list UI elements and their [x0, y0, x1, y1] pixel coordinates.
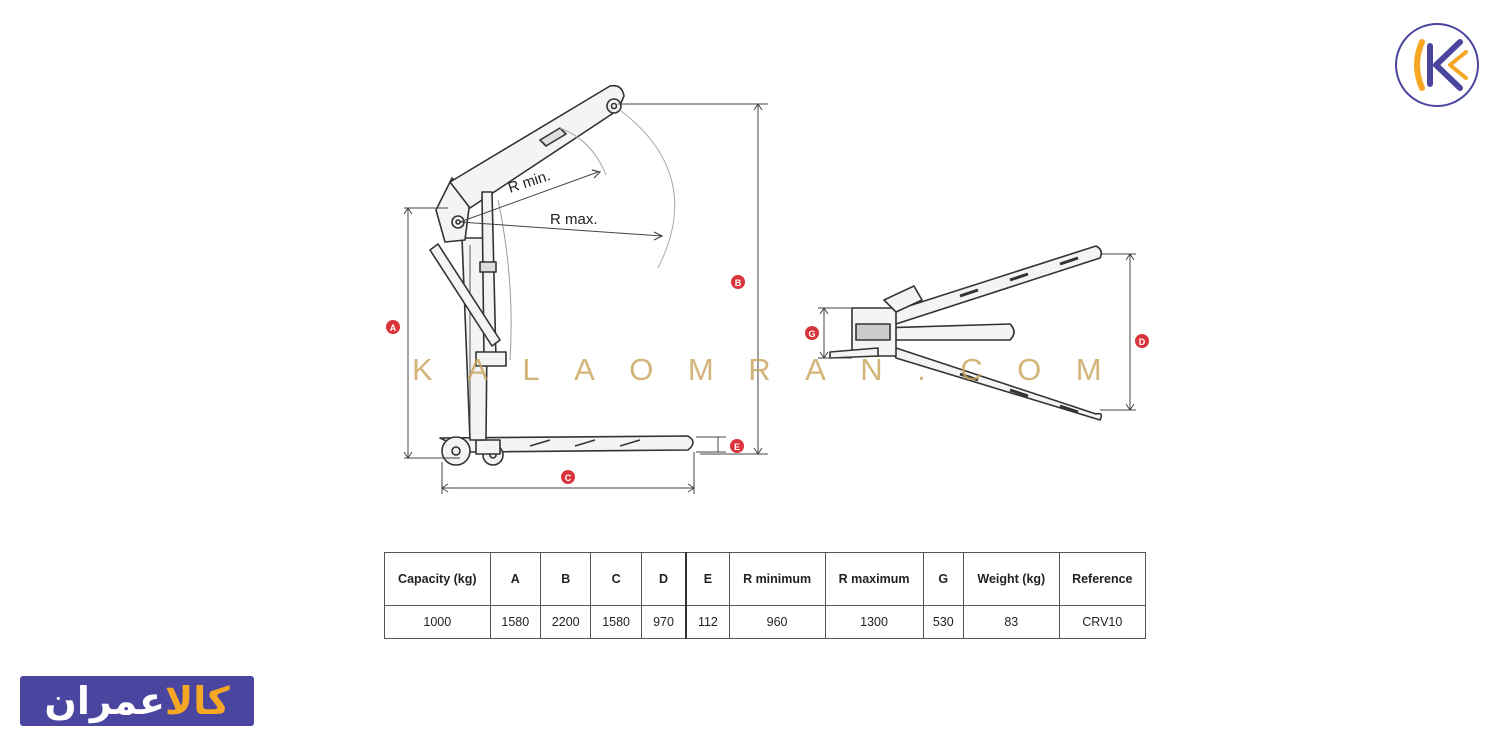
dimension-lines-side: [403, 103, 768, 494]
marker-c: C: [561, 470, 575, 484]
header-r-maximum: R maximum: [824, 552, 924, 606]
svg-text:D: D: [1139, 337, 1146, 347]
cell-r-minimum: 960: [728, 605, 826, 639]
radius-lines: [459, 109, 676, 269]
marker-e: E: [730, 439, 744, 453]
marker-b: B: [731, 275, 745, 289]
cell-d: 970: [640, 605, 688, 639]
cell-b: 2200: [539, 605, 592, 639]
cell-a: 1580: [489, 605, 542, 639]
cell-capacity: 1000: [384, 605, 491, 639]
svg-text:A: A: [390, 323, 397, 333]
crane-top-view: [829, 245, 1103, 421]
cell-c: 1580: [590, 605, 642, 639]
cell-e: 112: [685, 605, 730, 639]
brand-wordmark-accent: کالا: [164, 679, 230, 723]
header-r-minimum: R minimum: [728, 552, 826, 606]
watermark-text: KALAOMRAN.COM: [412, 352, 1137, 387]
dimension-lines-top: [818, 253, 1136, 411]
marker-g: G: [805, 326, 819, 340]
table-header-row: Capacity (kg) A B C D E R minimum R maxi…: [384, 552, 1147, 606]
svg-text:B: B: [735, 278, 742, 288]
cell-g: 530: [922, 605, 965, 639]
header-b: B: [539, 552, 592, 606]
spec-table: Capacity (kg) A B C D E R minimum R maxi…: [384, 552, 1147, 639]
brand-logo-icon: [1395, 23, 1479, 107]
crane-side-view: [429, 84, 694, 466]
marker-d: D: [1135, 334, 1149, 348]
brand-wordmark: کالاعمران: [20, 676, 254, 726]
svg-text:G: G: [808, 329, 815, 339]
header-g: G: [922, 552, 965, 606]
r-max-label: R max.: [550, 211, 598, 228]
header-weight: Weight (kg): [963, 552, 1060, 606]
header-d: D: [640, 552, 688, 606]
header-reference: Reference: [1058, 552, 1147, 606]
cell-weight: 83: [963, 605, 1060, 639]
table-row: 1000 1580 2200 1580 970 112 960 1300 530…: [384, 605, 1147, 639]
cell-r-maximum: 1300: [824, 605, 924, 639]
cell-reference: CRV10: [1058, 605, 1147, 639]
marker-a: A: [386, 320, 400, 334]
svg-text:C: C: [565, 473, 572, 483]
header-a: A: [489, 552, 542, 606]
header-c: C: [590, 552, 642, 606]
header-e: E: [685, 552, 730, 606]
brand-wordmark-main: عمران: [44, 679, 165, 723]
svg-text:E: E: [734, 442, 740, 452]
header-capacity: Capacity (kg): [384, 552, 491, 606]
